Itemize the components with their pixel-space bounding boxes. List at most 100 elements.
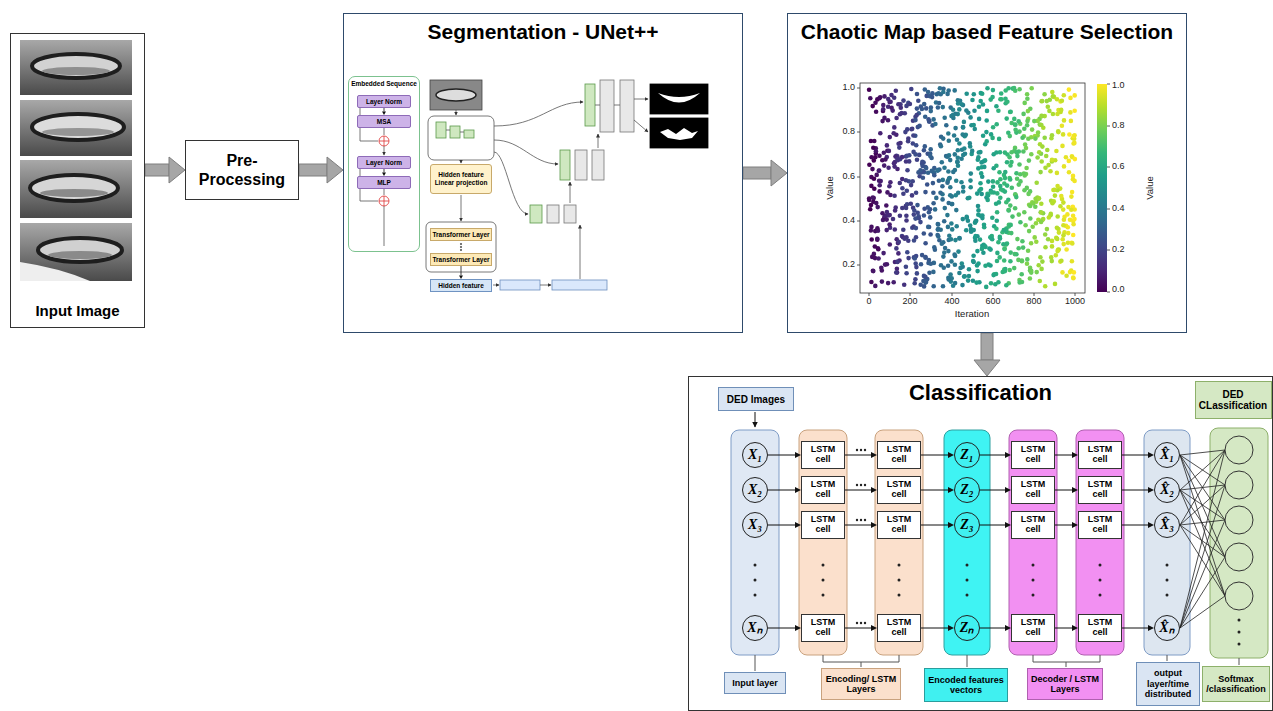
- scatter-point: [951, 108, 956, 113]
- scatter-point: [1043, 232, 1048, 237]
- scatter-point: [871, 269, 876, 274]
- scatter-point: [914, 143, 919, 148]
- scatter-point: [936, 227, 941, 232]
- scatter-point: [921, 176, 926, 181]
- scatter-point: [868, 96, 873, 101]
- scatter-point: [953, 263, 958, 268]
- scatter-point: [1002, 246, 1007, 251]
- scatter-point: [1056, 130, 1061, 135]
- scatter-point: [1054, 149, 1059, 154]
- arrow-line: [461, 266, 462, 276]
- scatter-point: [894, 116, 899, 121]
- scatter-point: [1006, 86, 1011, 91]
- scatter-point: [1067, 170, 1072, 175]
- scatter-point: [1052, 188, 1057, 193]
- scatter-point: [1018, 179, 1023, 184]
- arrow-line: [1055, 628, 1072, 629]
- scatter-point: [880, 268, 885, 273]
- scatter-point: [1050, 90, 1055, 95]
- ellipsis-dots: [898, 579, 901, 582]
- caption-leaders: [755, 412, 756, 427]
- scatter-point: [869, 203, 874, 208]
- scatter-point: [1003, 170, 1008, 175]
- scatter-point: [896, 251, 901, 256]
- eye-photo: [20, 40, 132, 95]
- connector-arrow: [921, 452, 954, 458]
- connector-arrow: [845, 452, 877, 458]
- lstm-cell: LSTM cell: [877, 614, 921, 642]
- stage-panel: Segmentation - UNet++Embedded SequenceLa…: [343, 13, 743, 333]
- scatter-point: [1022, 171, 1027, 176]
- ellipsis-dots: [1238, 619, 1241, 622]
- tick-label: 0: [866, 297, 871, 307]
- scatter-point: [1025, 123, 1030, 128]
- scatter-point: [951, 112, 956, 117]
- scatter-point: [990, 136, 995, 141]
- scatter-point: [1021, 112, 1026, 117]
- scatter-point: [893, 227, 898, 232]
- scatter-point: [1072, 217, 1077, 222]
- ellipsis-dots: [1032, 579, 1035, 582]
- scatter-point: [897, 145, 902, 150]
- input-panel: Input Image: [10, 33, 145, 328]
- node-label: X̂₃: [1160, 518, 1174, 532]
- arrow-line: [1122, 525, 1148, 526]
- scatter-point: [958, 266, 963, 271]
- scatter-point: [1046, 163, 1051, 168]
- scatter-point: [894, 89, 899, 94]
- connector-arrow: [1055, 522, 1078, 528]
- scatter-point: [947, 233, 952, 238]
- scatter-point: [962, 274, 967, 279]
- scatter-point: [1062, 164, 1067, 169]
- scatter-point: [905, 127, 910, 132]
- scatter-point: [953, 254, 958, 259]
- scatter-point: [1006, 208, 1011, 213]
- scatter-point: [1059, 108, 1064, 113]
- scatter-points: [867, 86, 1077, 290]
- scatter-point: [976, 166, 981, 171]
- scatter-point: [1037, 150, 1042, 155]
- scatter-point: [1060, 237, 1065, 242]
- scatter-point: [906, 136, 911, 141]
- scatter-point: [990, 215, 995, 220]
- ellipsis-dots: [856, 622, 858, 624]
- node-label: LSTM cell: [803, 515, 843, 535]
- scatter-point: [913, 277, 918, 282]
- scatter-point: [884, 228, 889, 233]
- scatter-point: [869, 280, 874, 285]
- scatter-point: [1050, 158, 1055, 163]
- scatter-point: [1033, 204, 1038, 209]
- scatter-point: [1039, 210, 1044, 215]
- node-label: LSTM cell: [1080, 618, 1120, 638]
- scatter-point: [1071, 275, 1076, 280]
- unet-sketch: [658, 93, 700, 103]
- scatter-point: [902, 236, 907, 241]
- unet-sketch: [428, 116, 494, 160]
- node-label: X̂ₙ: [1159, 621, 1174, 635]
- scatter-point: [1032, 235, 1037, 240]
- scatter-point: [927, 270, 932, 275]
- arrow-head: [327, 157, 343, 183]
- network-layers: [799, 430, 847, 655]
- scatter-point: [892, 125, 897, 130]
- scatter-point: [990, 237, 995, 242]
- output-neuron: X̂₃: [1154, 512, 1180, 538]
- scatter-point: [928, 215, 933, 220]
- scatter-point: [877, 96, 882, 101]
- scatter-point: [922, 102, 927, 107]
- ellipsis-dots: [864, 449, 866, 451]
- scatter-point: [1038, 170, 1043, 175]
- scatter-point: [1025, 257, 1030, 262]
- scatter-point: [1069, 119, 1074, 124]
- node-label: LSTM cell: [1080, 515, 1120, 535]
- unet-sketch: [426, 222, 496, 272]
- scatter-point: [979, 91, 984, 96]
- unet-sketch: [634, 99, 648, 100]
- unet-sketch: [570, 182, 571, 203]
- arrow-shaft: [145, 164, 169, 176]
- arrow-head: [771, 160, 787, 186]
- arrow-line: [384, 169, 385, 173]
- scatter-point: [999, 91, 1004, 96]
- scatter-point: [1068, 110, 1073, 115]
- scatter-point: [911, 150, 916, 155]
